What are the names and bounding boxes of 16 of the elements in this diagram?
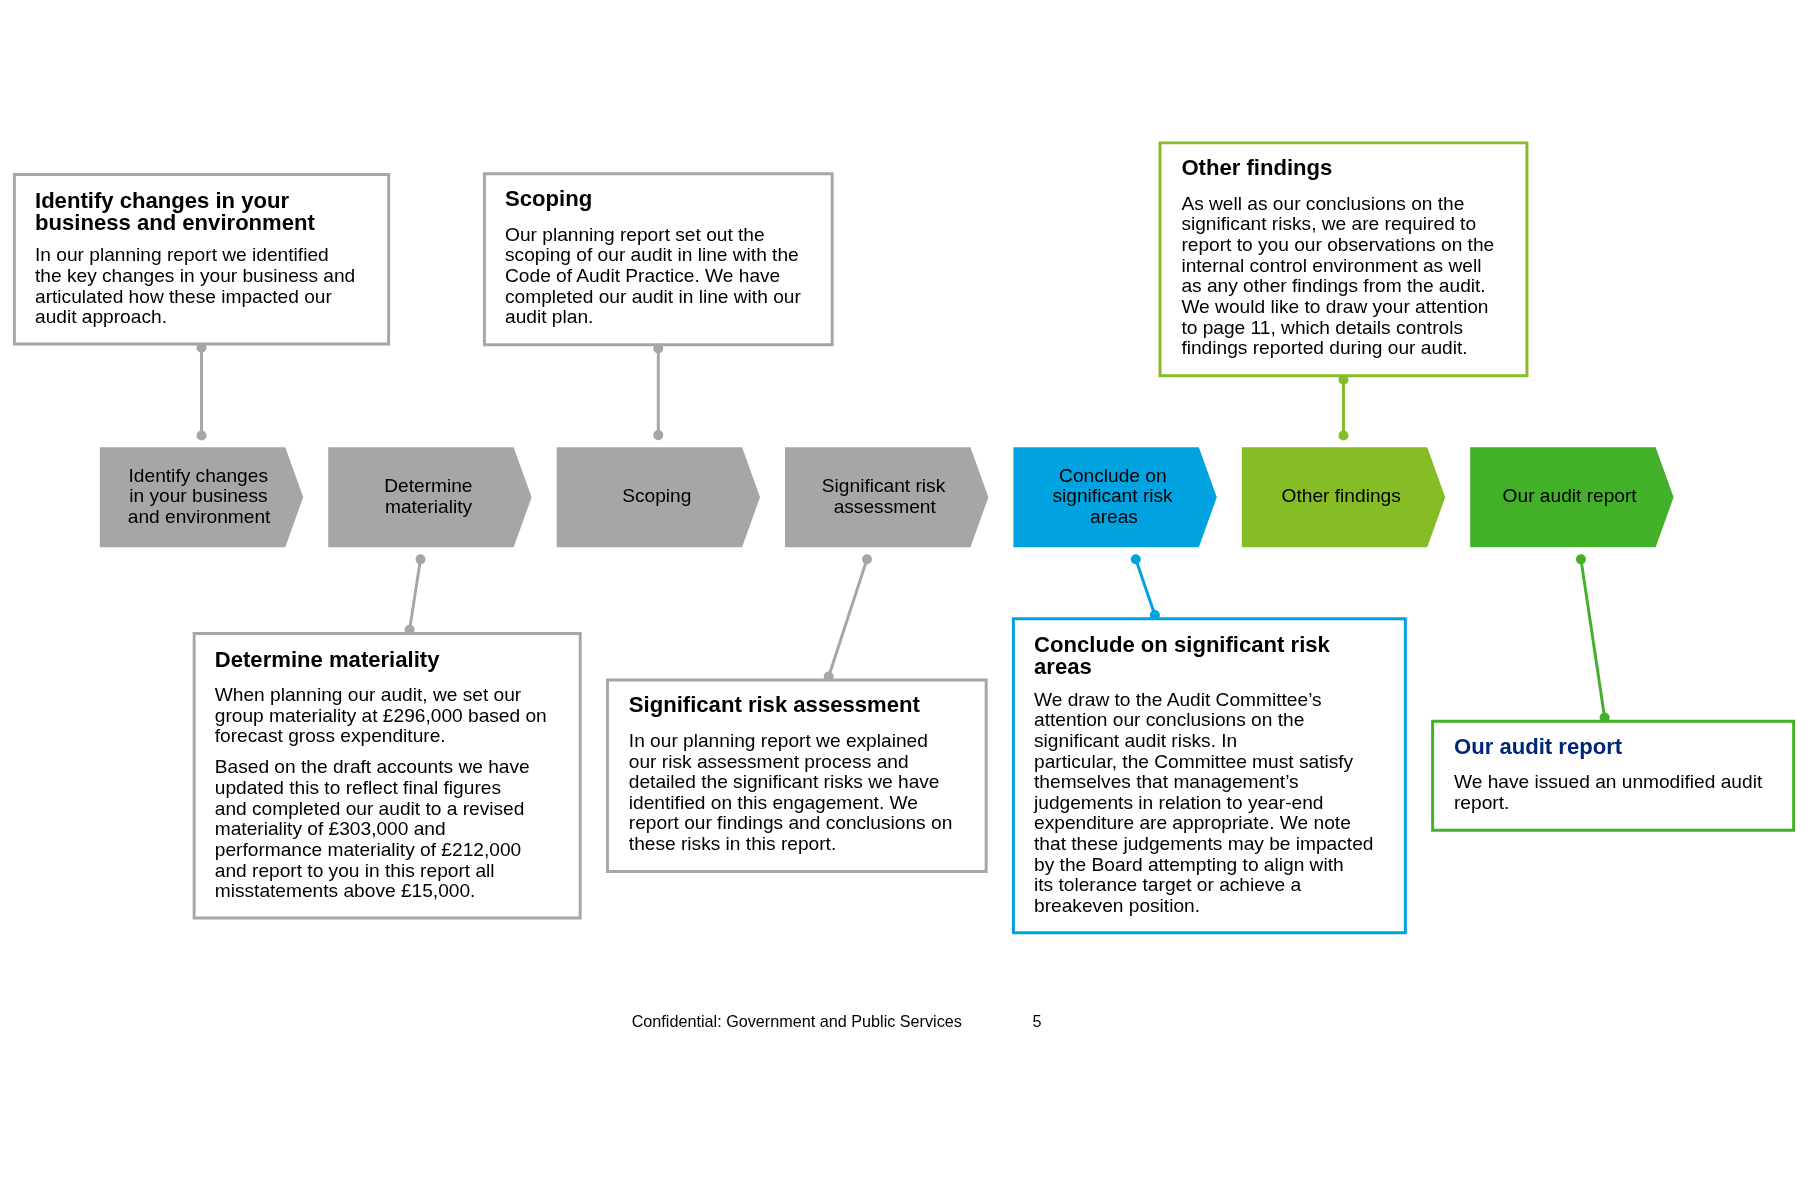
connector	[823, 554, 872, 682]
node-box: Significant risk assessment In our planning report we explained our risk assessment process and detailed the significant risks we have identified on this engagement. We report our findings and conclusions on these risks in this report.	[606, 678, 988, 874]
connector	[404, 554, 426, 635]
connector	[1338, 374, 1349, 441]
node-box: Other findings As well as our conclusions on the significant risks, we are required to report to you our observations on the internal control environment as well as any other findings from the audit. We would like to draw your attention to page 11, which details controls findings reported during our audit.	[1158, 141, 1529, 378]
label: Confidential: Government and Public Services	[631, 1011, 962, 1030]
connector	[1130, 554, 1160, 620]
node-box: Our audit report We have issued an unmodified audit report.	[1431, 719, 1796, 832]
connector	[653, 343, 664, 441]
label: 5	[1032, 1011, 1042, 1030]
node-box: Identify changes in your business and environment In our planning report we identified the key changes in your business and articulated how these impacted our audit approach.	[12, 173, 391, 346]
node-box: Determine materiality When planning our audit, we set our group materiality at £296,000 based on forecast gross expenditure. Based on the draft accounts we have updated this to reflect final figures and completed our audit to a revised materiality of £303,000 and performance materiality of £212,000 and report to you in this report all misstatements above £15,000.	[192, 632, 582, 920]
connector	[1575, 554, 1610, 723]
node-box: Conclude on significant risk areas We draw to the Audit Committee’s attention our conclusions on the significant audit risks. In particular, the Committee must satisfy themselves that management’s judgements in relation to year-end expenditure are appropriate. We note that these judgements may be impacted by the Board attempting to align with its tolerance target or achieve a breakeven position.	[1011, 617, 1407, 935]
connector	[196, 342, 207, 441]
node-box: Scoping Our planning report set out the scoping of our audit in line with the Code of Audit Practice. We have completed our audit in line with our audit plan.	[482, 172, 834, 347]
